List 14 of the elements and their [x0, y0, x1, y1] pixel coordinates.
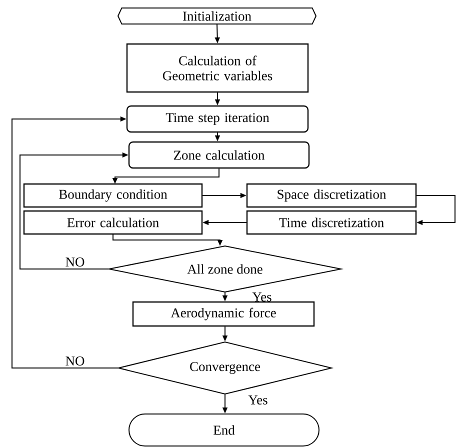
edge-label: Yes — [252, 292, 272, 302]
process-box: Zone calculation — [128, 141, 310, 169]
process-box: Boundary condition — [23, 183, 203, 208]
edge-label: NO — [66, 356, 84, 366]
arrow — [416, 195, 456, 226]
process-box: Aerodynamic force — [132, 301, 315, 327]
process-box: Calculation of Geometric variables — [126, 43, 309, 93]
edge-label: Yes — [248, 396, 268, 404]
edge-label: NO — [66, 257, 84, 267]
process-box: Time discretization — [246, 210, 417, 235]
process-box: Error calculation — [23, 210, 203, 235]
process-box: Space discretization — [246, 183, 417, 208]
end-terminal: End — [128, 414, 320, 446]
process-box: Time step iteration — [126, 105, 309, 133]
